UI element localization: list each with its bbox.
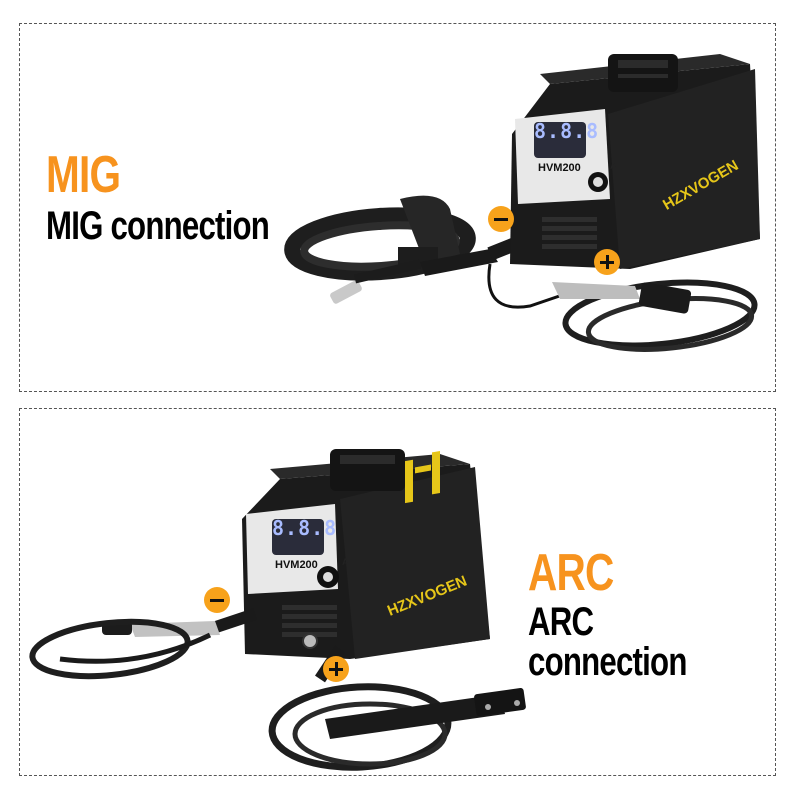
arc-mode-title: ARC [528, 544, 614, 602]
arc-digital-display: 8.8.8 [272, 516, 338, 540]
mig-connection-subtitle: MIG connection [46, 204, 270, 248]
mig-positive-terminal-icon [594, 249, 620, 275]
mig-connection-panel: MIG MIG connection [19, 23, 776, 392]
mig-negative-terminal-icon [488, 206, 514, 232]
mig-mode-title: MIG [46, 146, 121, 204]
arc-welder-illustration [29, 449, 526, 771]
arc-knob-label: A [342, 557, 349, 567]
mig-model-label: HVM200 [538, 162, 581, 174]
arc-positive-terminal-icon [323, 656, 349, 682]
arc-model-label: HVM200 [275, 559, 318, 571]
mig-digital-display: 8.8.8 [534, 119, 600, 143]
arc-connection-panel: ARC ARC connection [19, 408, 776, 776]
mig-welder-illustration [284, 54, 760, 352]
mig-knob-label: A [610, 161, 617, 171]
arc-negative-terminal-icon [204, 587, 230, 613]
arc-connection-subtitle: ARC connection [528, 600, 687, 684]
